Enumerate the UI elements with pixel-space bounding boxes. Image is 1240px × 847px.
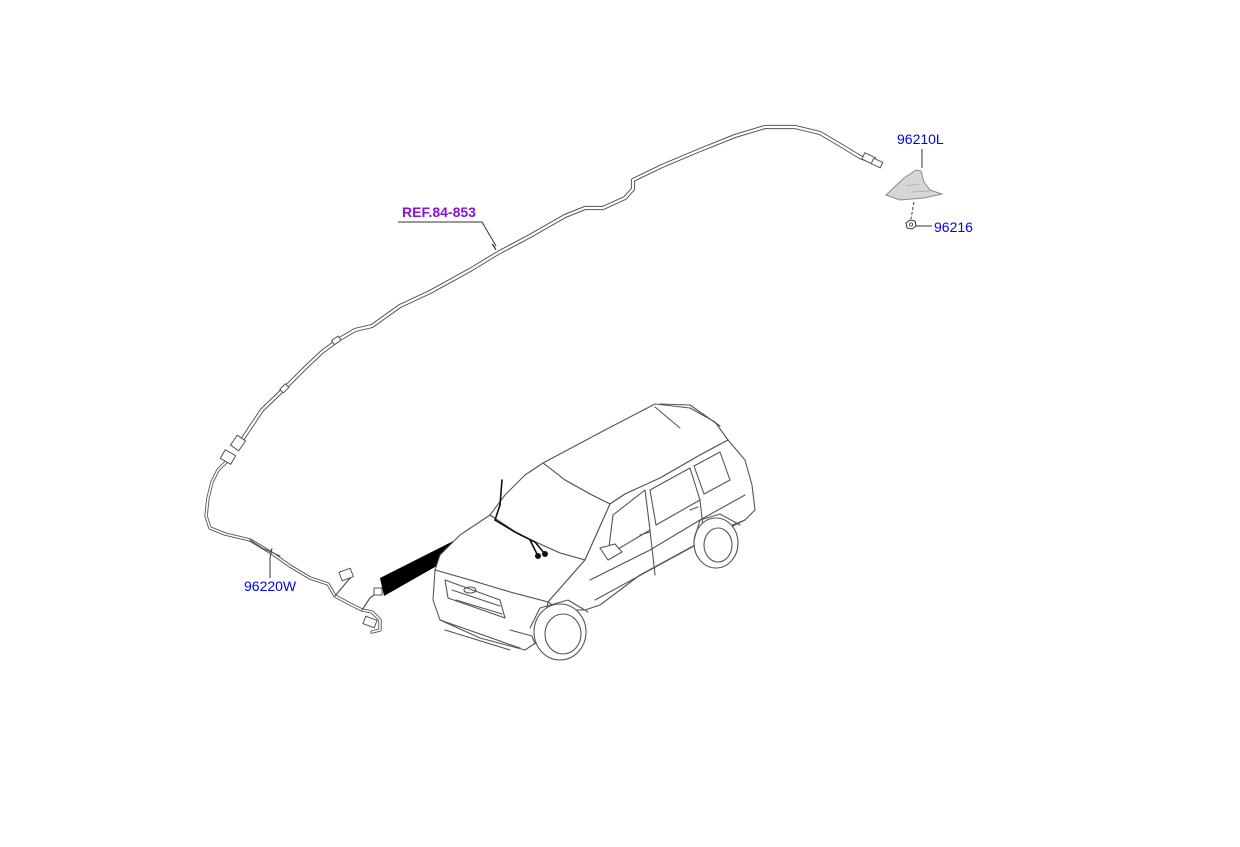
callout-ref-84-853[interactable]: REF.84-853: [402, 204, 476, 220]
vehicle-illustration: [432, 403, 756, 661]
shark-fin-antenna: [885, 169, 944, 201]
antenna-nut: [905, 219, 917, 230]
callout-96216[interactable]: 96216: [934, 219, 973, 235]
vehicle-harness: [494, 479, 548, 559]
antenna-feeder-cable: [229, 124, 884, 452]
callout-96220w[interactable]: 96220W: [244, 578, 297, 594]
antenna-harness: [204, 449, 383, 634]
callout-96210l[interactable]: 96210L: [897, 131, 944, 147]
leader-lines: [269, 149, 932, 578]
